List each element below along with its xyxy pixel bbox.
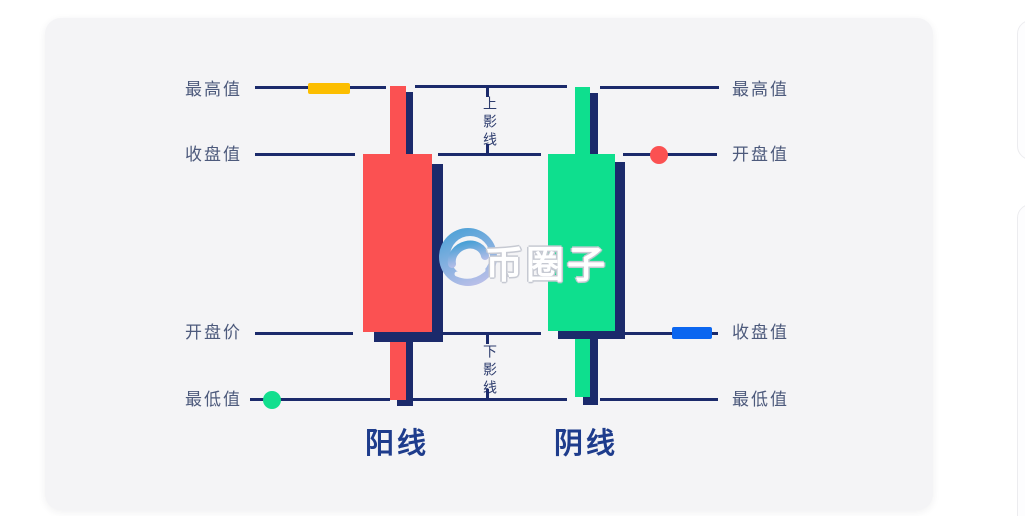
lower-shadow-bottom-line [410,398,567,401]
side-card-top [1017,20,1025,160]
watermark-swirl-logo-icon [439,228,497,286]
open-marker-red-dot [650,146,668,164]
upper-shadow-top-tick [486,88,489,97]
upper-shadow-top-line [415,85,567,88]
lower-shadow-label: 下影线 [482,344,498,398]
label-open-left: 开盘价 [185,323,242,342]
bullish-candle-body [363,154,432,332]
watermark: 币圈子 [437,226,627,290]
label-low-left: 最低值 [185,390,242,409]
watermark-text: 币圈子 [485,245,609,287]
upper-shadow-label: 上影线 [482,96,498,150]
upper-shadow-bottom-tick [486,144,489,153]
lower-shadow-bottom-tick [486,389,489,398]
label-high-right: 最高值 [732,80,789,99]
close-level-line-left [255,153,355,156]
bearish-candle-name: 阴线 [553,428,619,460]
label-close-right: 收盘值 [732,323,789,342]
close-level-line-right [622,332,718,335]
close-marker-blue-bar [672,327,712,339]
lower-shadow-top-tick [486,335,489,344]
high-level-line-right [600,86,719,89]
high-marker-yellow-bar [308,83,350,94]
bullish-candle-name: 阳线 [364,428,430,460]
low-level-line-right [600,398,718,401]
low-marker-green-dot [263,391,281,409]
label-close-left: 收盘值 [185,145,242,164]
label-open-right: 开盘值 [732,145,789,164]
open-level-line-left [255,332,353,335]
lower-shadow-top-line [437,332,541,335]
open-level-line-right [623,153,717,156]
label-high-left: 最高值 [185,80,242,99]
side-card-bottom [1017,204,1025,516]
upper-shadow-bottom-line [438,153,541,156]
low-level-line-left [250,398,390,401]
label-low-right: 最低值 [732,390,789,409]
bearish-candle-body [548,154,615,331]
